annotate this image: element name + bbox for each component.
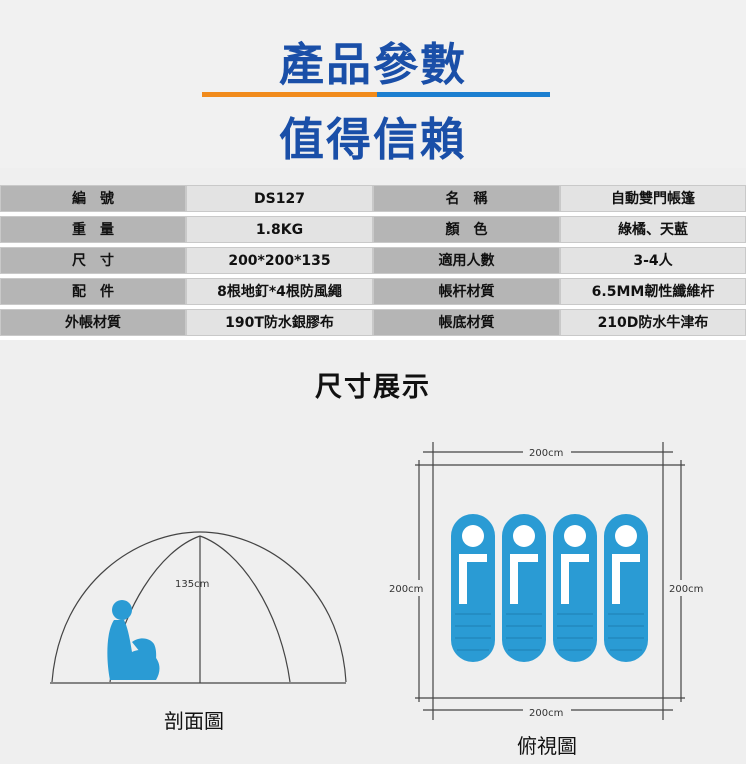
spec-label: 適用人數 bbox=[373, 247, 560, 274]
spec-table: 編 號 DS127 名 稱 自動雙門帳篷 重 量 1.8KG 顏 色 綠橘、天藍… bbox=[0, 185, 746, 340]
sleeping-bag-icon bbox=[502, 514, 546, 662]
spec-label: 顏 色 bbox=[373, 216, 560, 243]
accent-bar-orange bbox=[202, 92, 377, 97]
tent-pole bbox=[199, 535, 291, 683]
spec-row: 尺 寸 200*200*135 適用人數 3-4人 bbox=[0, 247, 746, 274]
spec-value: 200*200*135 bbox=[186, 247, 373, 274]
accent-bar-blue bbox=[377, 92, 550, 97]
spec-value: DS127 bbox=[186, 185, 373, 212]
spec-label: 外帳材質 bbox=[0, 309, 186, 336]
top-dim-label: 200cm bbox=[529, 448, 563, 459]
tent-top-view-diagram: 200cm 200cm 200cm 200cm bbox=[387, 442, 705, 720]
spec-row: 編 號 DS127 名 稱 自動雙門帳篷 bbox=[0, 185, 746, 212]
spec-value: 8根地釘*4根防風繩 bbox=[186, 278, 373, 305]
spec-label: 編 號 bbox=[0, 185, 186, 212]
header-banner: 產品參數 值得信賴 bbox=[0, 0, 746, 168]
spec-row: 外帳材質 190T防水銀膠布 帳底材質 210D防水牛津布 bbox=[0, 309, 746, 336]
spec-row: 配 件 8根地釘*4根防風繩 帳杆材質 6.5MM韌性纖維杆 bbox=[0, 278, 746, 305]
section-view-caption: 剖面圖 bbox=[164, 709, 224, 733]
top-view-caption: 俯視圖 bbox=[517, 734, 577, 758]
tent-outline bbox=[51, 531, 347, 683]
height-label: 135cm bbox=[175, 579, 209, 590]
sleeping-bag-icon bbox=[553, 514, 597, 662]
spec-value: 自動雙門帳篷 bbox=[560, 185, 746, 212]
spec-label: 帳底材質 bbox=[373, 309, 560, 336]
spec-value: 綠橘、天藍 bbox=[560, 216, 746, 243]
bottom-dim-label: 200cm bbox=[529, 708, 563, 719]
spec-label: 重 量 bbox=[0, 216, 186, 243]
spec-row: 重 量 1.8KG 顏 色 綠橘、天藍 bbox=[0, 216, 746, 243]
spec-value: 6.5MM韌性纖維杆 bbox=[560, 278, 746, 305]
spec-value: 1.8KG bbox=[186, 216, 373, 243]
spec-value: 3-4人 bbox=[560, 247, 746, 274]
title-trustworthy: 值得信賴 bbox=[278, 113, 467, 166]
spec-label: 帳杆材質 bbox=[373, 278, 560, 305]
spec-label: 尺 寸 bbox=[0, 247, 186, 274]
tent-section-diagram: 135cm bbox=[50, 531, 347, 684]
left-dim-label: 200cm bbox=[389, 584, 423, 595]
spec-value: 190T防水銀膠布 bbox=[186, 309, 373, 336]
spec-label: 名 稱 bbox=[373, 185, 560, 212]
right-dim-label: 200cm bbox=[669, 584, 703, 595]
title-product-params: 產品參數 bbox=[278, 38, 467, 91]
sleeping-bag-icon bbox=[451, 514, 495, 662]
dimension-section-title: 尺寸展示 bbox=[315, 372, 431, 403]
spec-label: 配 件 bbox=[0, 278, 186, 305]
sleeping-bag-icon bbox=[604, 514, 648, 662]
spec-value: 210D防水牛津布 bbox=[560, 309, 746, 336]
sitting-person-icon bbox=[107, 600, 160, 680]
